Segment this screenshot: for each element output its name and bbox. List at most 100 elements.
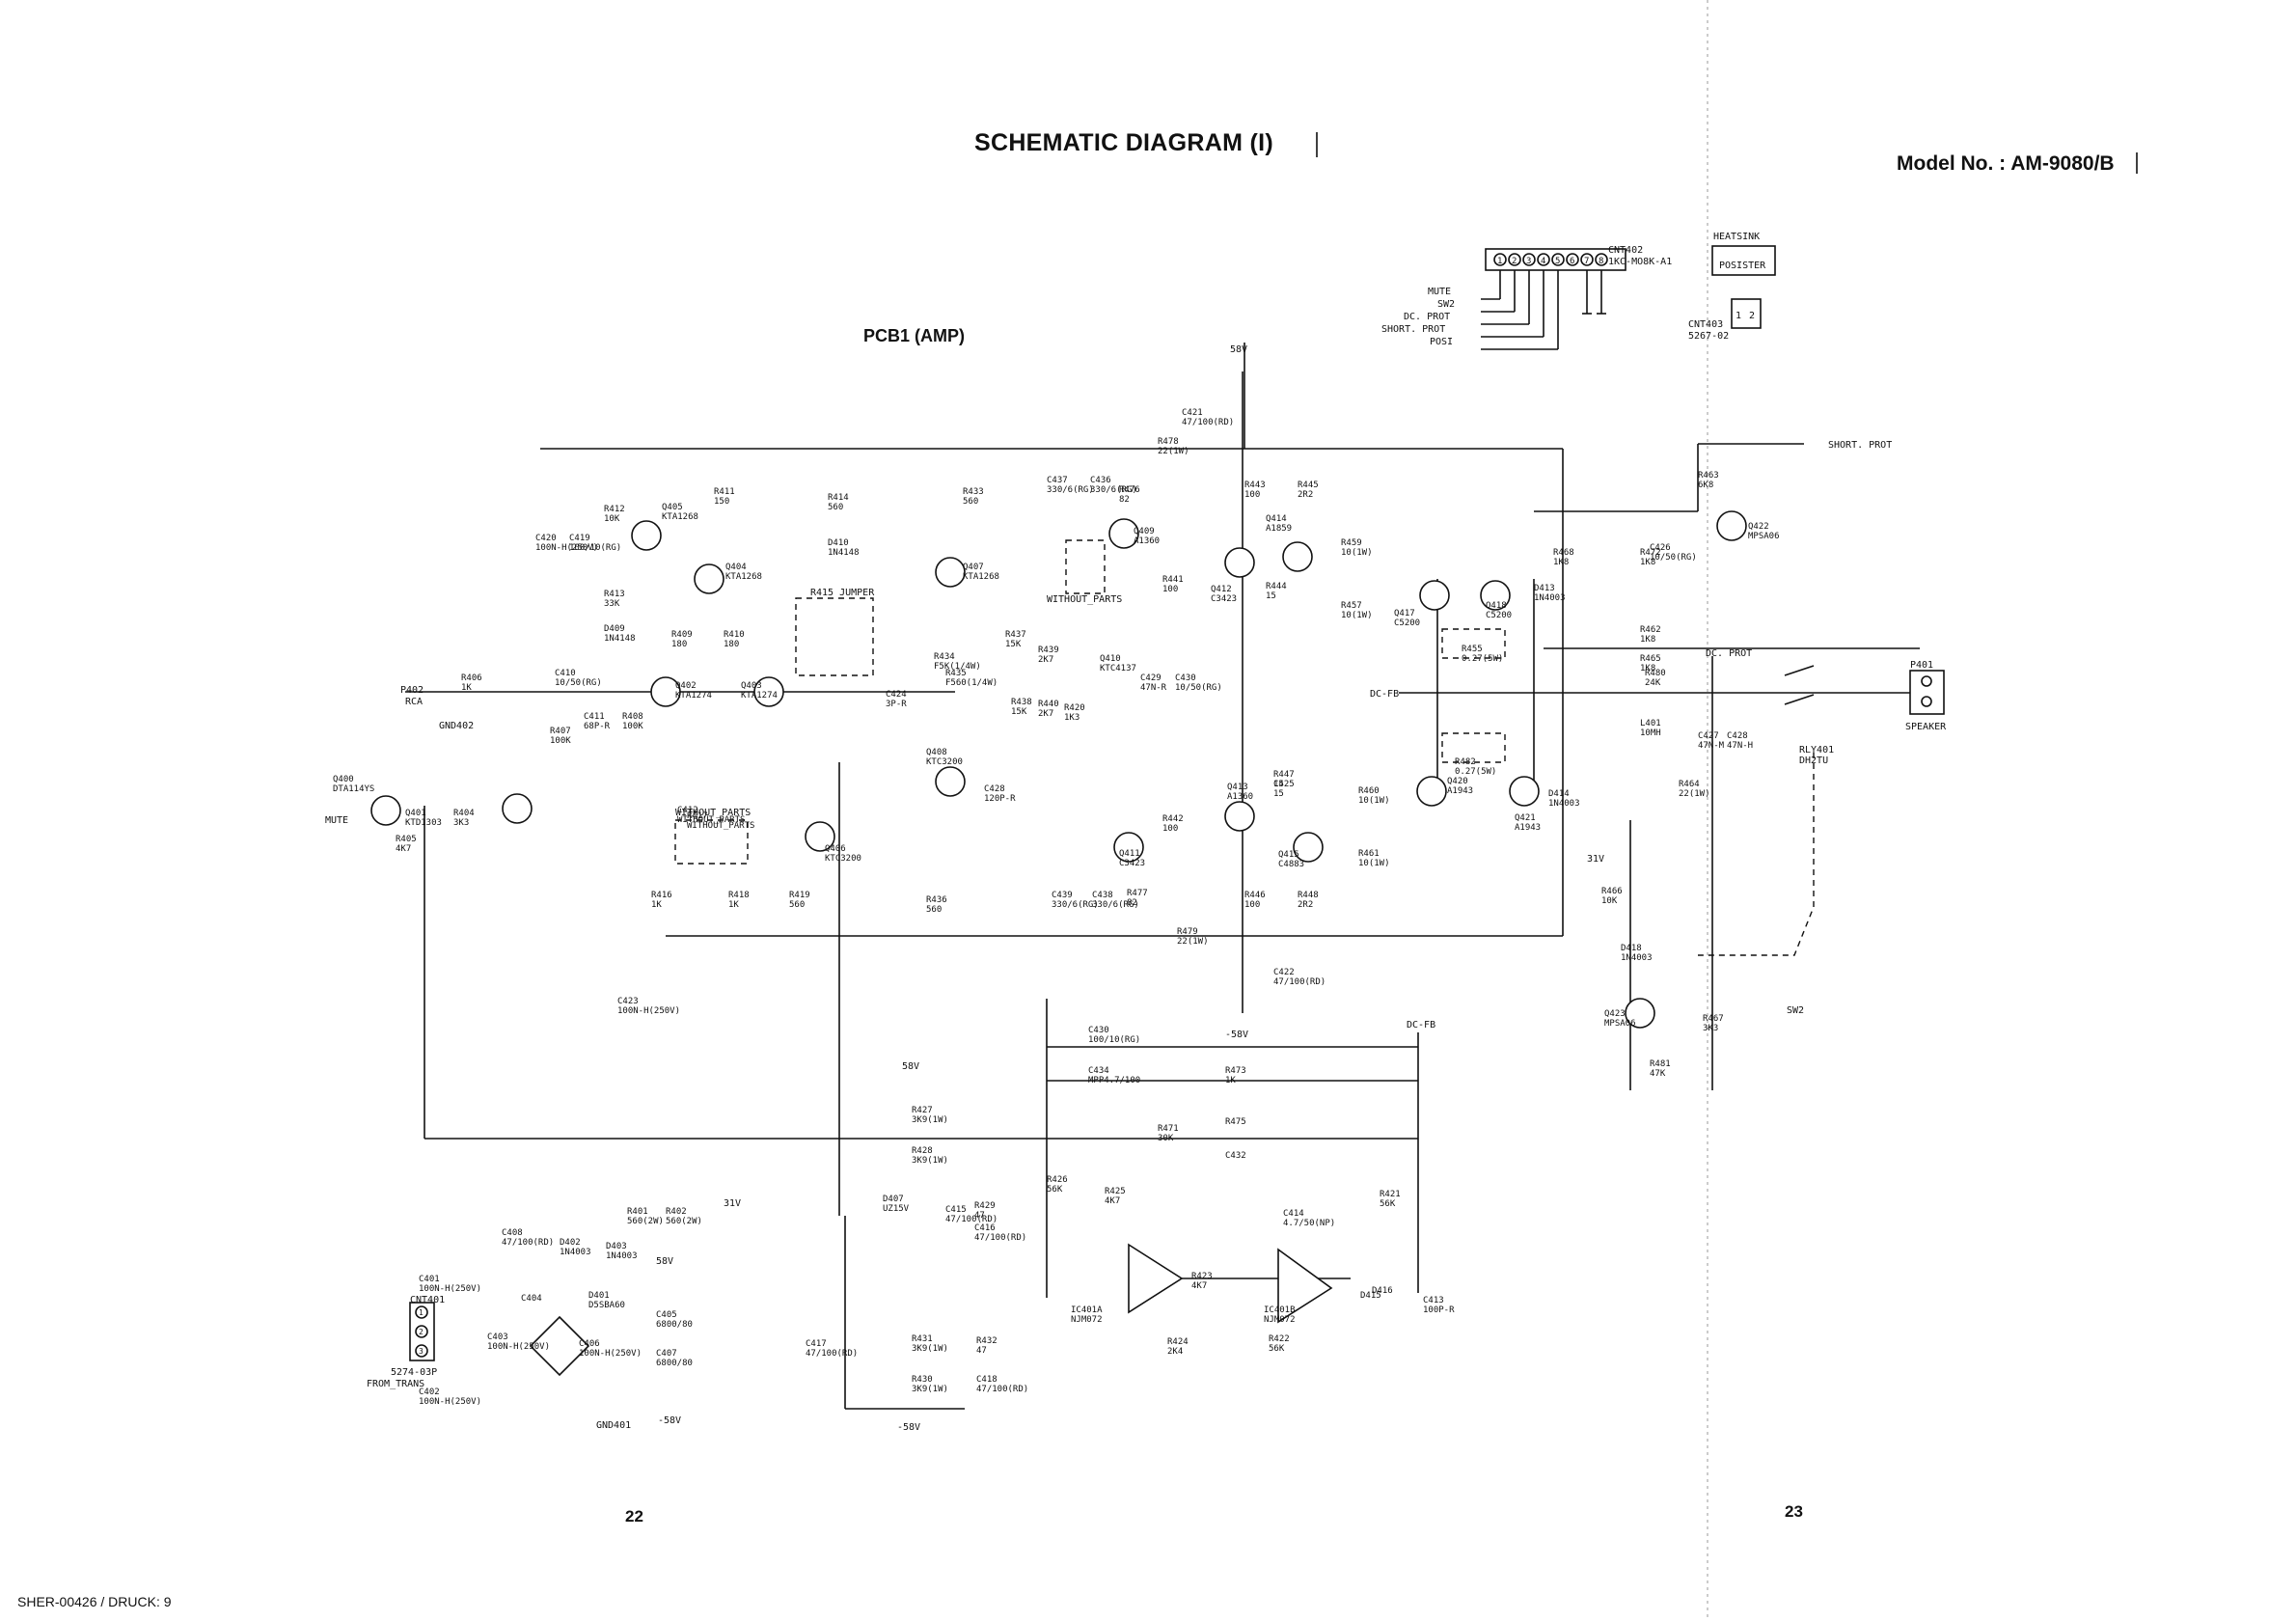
cnt402-pin-label-6: 6 bbox=[1570, 257, 1574, 266]
part-ref-r437: R437 bbox=[1005, 630, 1026, 640]
part-ref-ic401a: IC401A bbox=[1071, 1305, 1103, 1315]
part-ref-r460: R460 bbox=[1358, 786, 1380, 796]
part-ref-r424: R424 bbox=[1167, 1337, 1189, 1347]
cnt401-pin-3: 3 bbox=[419, 1347, 424, 1356]
part-value-c408: 47/100(RD) bbox=[502, 1238, 554, 1248]
part-ref-r436: R436 bbox=[926, 895, 947, 905]
part-ref-c403: C403 bbox=[487, 1333, 508, 1342]
part-value-r463: 6K8 bbox=[1698, 481, 1713, 490]
part-ref-r426: R426 bbox=[1047, 1175, 1068, 1185]
part-ref-r407: R407 bbox=[550, 727, 571, 736]
part-value-r401: 560(2W) bbox=[627, 1217, 664, 1226]
part-value-r412: 10K bbox=[604, 514, 620, 524]
part-ref-c416: C416 bbox=[974, 1223, 996, 1233]
part-ref-c421: C421 bbox=[1182, 408, 1203, 418]
part-ref-q410: Q410 bbox=[1100, 654, 1121, 664]
cnt402-pin-label-2: 2 bbox=[1512, 257, 1517, 266]
part-ref-d402: D402 bbox=[560, 1238, 581, 1248]
model-number: Model No. : AM-9080/B bbox=[1897, 152, 2115, 175]
part-ref-c418: C418 bbox=[976, 1375, 998, 1385]
rail-lines bbox=[405, 343, 1939, 1410]
part-ref-q401: Q401 bbox=[405, 809, 426, 818]
document-footer: SHER-00426 / DRUCK: 9 bbox=[17, 1594, 172, 1609]
part-ref-c436: C436 bbox=[1090, 476, 1111, 485]
part-ref-r467: R467 bbox=[1703, 1014, 1724, 1024]
cnt401-pin-1: 1 bbox=[419, 1308, 424, 1317]
part-ref-q413: Q413 bbox=[1227, 783, 1248, 792]
cnt402-pin-label-5: 5 bbox=[1555, 257, 1560, 266]
part-value-ic401a: NJM072 bbox=[1071, 1315, 1103, 1325]
part-ref-r465: R465 bbox=[1640, 654, 1661, 664]
part-ref-c415: C415 bbox=[945, 1205, 967, 1215]
relay-ref: RLY401 bbox=[1799, 745, 1834, 756]
cnt402-signal-posi: POSI bbox=[1430, 337, 1453, 347]
part-ref-r475: R475 bbox=[1225, 1117, 1246, 1127]
sw2-label: SW2 bbox=[1787, 1005, 1804, 1016]
part-value-q400: DTA114YS bbox=[333, 784, 374, 794]
part-value-q422: MPSA06 bbox=[1748, 532, 1780, 541]
part-ref-r464: R464 bbox=[1679, 780, 1700, 789]
part-ref-c414: C414 bbox=[1283, 1209, 1304, 1219]
part-ref-r408: R408 bbox=[622, 712, 643, 722]
part-value-r472: 1K8 bbox=[1640, 558, 1655, 567]
part-ref-c424: C424 bbox=[886, 690, 907, 700]
cnt403-ref: CNT403 bbox=[1688, 319, 1723, 330]
part-ref-c419: C419 bbox=[569, 534, 590, 543]
part-value-r460: 10(1W) bbox=[1358, 796, 1390, 806]
p401-ref: P401 bbox=[1910, 660, 1933, 671]
part-value-q401: KTD1303 bbox=[405, 818, 442, 828]
heatsink-label: HEATSINK bbox=[1713, 232, 1760, 242]
part-value-c420: 100N-H(250V) bbox=[535, 543, 598, 553]
part-ref-d409: D409 bbox=[604, 624, 625, 634]
part-value-c429: 47N-R bbox=[1140, 683, 1167, 693]
part-ref-c412: C412 bbox=[677, 806, 698, 815]
part-ref-r478: R478 bbox=[1158, 437, 1179, 447]
part-ref-r476: R476 bbox=[1119, 485, 1140, 495]
part-value-r480: 24K bbox=[1645, 678, 1661, 688]
part-ref-r422: R422 bbox=[1269, 1334, 1290, 1344]
part-ref-c428: C428 bbox=[984, 784, 1005, 794]
part-ref-c408: C408 bbox=[502, 1228, 523, 1238]
part-ref-c426: C426 bbox=[1650, 543, 1671, 553]
part-ref-c438: C438 bbox=[1092, 891, 1113, 900]
part-value-q405: KTA1268 bbox=[662, 512, 698, 522]
part-ref-q417: Q417 bbox=[1394, 609, 1415, 618]
page-number-right: 23 bbox=[1785, 1502, 1803, 1521]
part-value-r405: 4K7 bbox=[396, 844, 411, 854]
rail-31v: 31V bbox=[1587, 854, 1604, 865]
part-value-r441: 100 bbox=[1162, 585, 1178, 594]
cnt402-signal-sw2: SW2 bbox=[1437, 299, 1455, 310]
part-ref-r459: R459 bbox=[1341, 538, 1362, 548]
part-value-r443: 100 bbox=[1244, 490, 1260, 500]
part-ref-q407: Q407 bbox=[963, 563, 984, 572]
short-prot-label: SHORT. PROT bbox=[1828, 440, 1892, 451]
31v-out-label: 31V bbox=[724, 1198, 741, 1209]
part-value-r424: 2K4 bbox=[1167, 1347, 1183, 1357]
part-value-r438: 15K bbox=[1011, 707, 1027, 717]
cnt402-signal-dc-prot: DC. PROT bbox=[1404, 312, 1450, 322]
part-value-r404: 3K3 bbox=[453, 818, 469, 828]
cnt402-pin-label-4: 4 bbox=[1541, 257, 1545, 266]
part-ref-r418: R418 bbox=[728, 891, 750, 900]
gnd401-label: GND401 bbox=[596, 1420, 631, 1431]
part-value-c403: 100N-H(250V) bbox=[487, 1342, 550, 1352]
cnt402-pin-2 bbox=[1508, 253, 1521, 266]
part-ref-c423: C423 bbox=[617, 997, 639, 1006]
part-ref-d416: D416 bbox=[1372, 1286, 1393, 1296]
part-ref-q404: Q404 bbox=[725, 563, 747, 572]
part-ref-c420: C420 bbox=[535, 534, 557, 543]
part-value-r482: 0.27(5W) bbox=[1455, 767, 1496, 777]
bridge-rectifier bbox=[529, 1315, 590, 1377]
part-ref-q402: Q402 bbox=[675, 681, 697, 691]
part-value-r465: 1K8 bbox=[1640, 664, 1655, 673]
part-value-q402: KTA1274 bbox=[675, 691, 712, 701]
part-value-r466: 10K bbox=[1601, 896, 1618, 906]
part-ref-r419: R419 bbox=[789, 891, 810, 900]
part-value-r417: WITHOUT_PARTS bbox=[687, 821, 754, 831]
part-ref-c407: C407 bbox=[656, 1349, 677, 1359]
part-value-r420: 1K3 bbox=[1064, 713, 1080, 723]
part-value-c401: 100N-H(250V) bbox=[419, 1284, 481, 1294]
p402-label: RCA bbox=[405, 697, 423, 707]
part-ref-c405: C405 bbox=[656, 1310, 677, 1320]
neg58v-zener-label: -58V bbox=[897, 1422, 920, 1433]
